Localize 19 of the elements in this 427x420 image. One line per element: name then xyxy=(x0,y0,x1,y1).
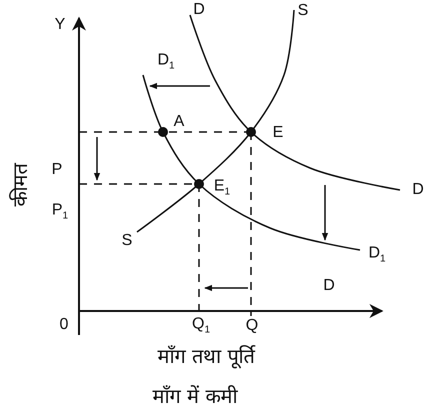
quantity-label: Q xyxy=(246,318,258,334)
axis-label: Y xyxy=(54,17,66,33)
point-label: E$_{1}$ xyxy=(214,178,230,198)
axis-label: कीमत xyxy=(10,164,30,206)
curve-label: D$_{1}$ xyxy=(368,245,386,265)
curve-label: D xyxy=(193,2,205,18)
curve-label: S xyxy=(298,3,308,19)
point-label: E xyxy=(272,125,284,141)
quantity-label: Q$_{1}$ xyxy=(192,316,210,336)
curve-label: D$_{1}$ xyxy=(157,52,175,72)
price-label: P$_{1}$ xyxy=(52,202,68,222)
curve-label: S xyxy=(122,233,132,249)
caption: माँग में कमी xyxy=(152,386,238,406)
price-label: P xyxy=(52,162,62,178)
point-label: A xyxy=(174,114,184,130)
axis-label: माँग तथा पूर्ति xyxy=(158,346,254,366)
origin-label: 0 xyxy=(60,317,68,333)
curve-label: D xyxy=(412,182,424,198)
curve-label: D xyxy=(323,278,335,294)
